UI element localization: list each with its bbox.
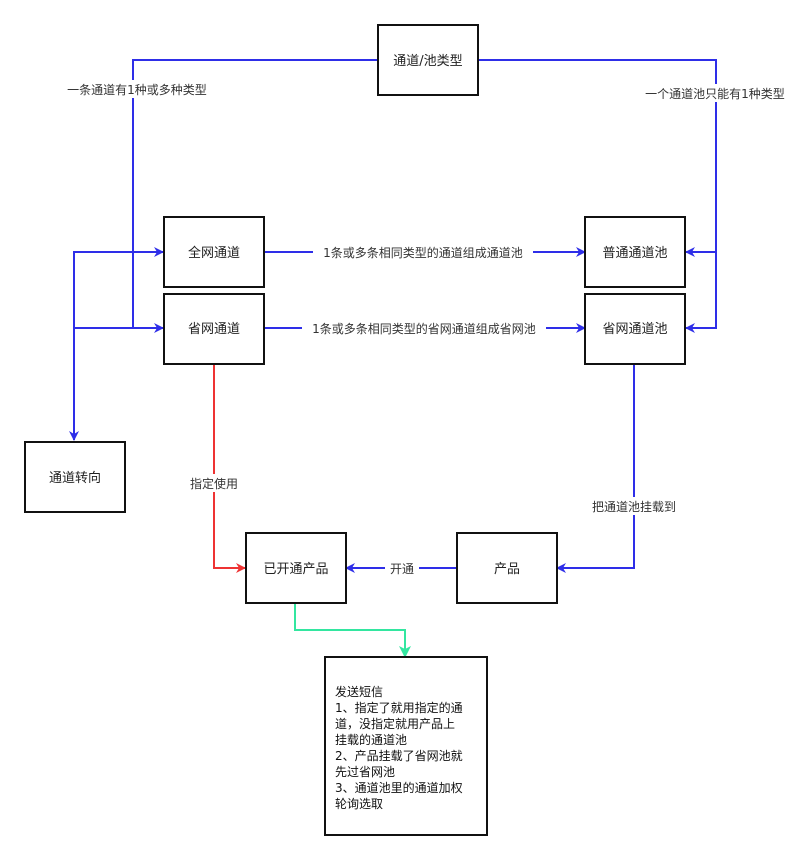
node-type: 通道/池类型 — [377, 24, 479, 96]
node-redirect-label: 通道转向 — [49, 470, 101, 486]
edge-type-to-province-pool — [685, 252, 717, 333]
node-province-channel-label: 省网通道 — [188, 322, 240, 337]
node-opened-product: 已开通产品 — [245, 532, 347, 604]
node-all-network: 全网通道 — [163, 216, 265, 288]
node-product: 产品 — [456, 532, 558, 604]
node-opened-product-label: 已开通产品 — [263, 562, 328, 577]
note-line: 挂载的通道池 — [335, 732, 407, 747]
node-note: 发送短信 1、指定了就用指定的通 道，没指定就用产品上 挂载的通道池 2、产品挂… — [324, 656, 488, 836]
note-line: 先过省网池 — [335, 765, 395, 779]
edge-province-to-redirect — [69, 327, 163, 441]
label-form-pool: 1条或多条相同类型的通道组成通道池 — [323, 245, 523, 260]
node-normal-pool: 普通通道池 — [584, 216, 686, 288]
note-line: 2、产品挂载了省网池就 — [335, 749, 463, 763]
label-assign-use: 指定使用 — [190, 476, 238, 491]
label-pool-type: 一个通道池只能有1种类型 — [645, 87, 785, 101]
node-all-network-label: 全网通道 — [188, 245, 240, 261]
node-normal-pool-label: 普通通道池 — [602, 246, 667, 261]
edge-province-pool-to-product — [556, 364, 635, 573]
note-line: 发送短信 — [335, 684, 383, 699]
edge-opened-to-note — [294, 603, 411, 658]
node-product-label: 产品 — [494, 562, 520, 577]
node-province-pool-label: 省网通道池 — [602, 322, 667, 337]
note-line: 道，没指定就用产品上 — [335, 716, 455, 731]
note-line: 轮询选取 — [335, 797, 383, 811]
edge-province-to-opened — [213, 364, 246, 573]
node-province-channel: 省网通道 — [163, 293, 265, 365]
node-province-pool: 省网通道池 — [584, 293, 686, 365]
node-redirect: 通道转向 — [24, 441, 126, 513]
edge-redirect-to-all-network — [73, 247, 164, 440]
edge-type-to-normal-pool — [478, 59, 717, 257]
label-channel-types: 一条通道有1种或多种类型 — [67, 83, 207, 97]
label-open: 开通 — [390, 562, 414, 576]
label-mount-pool: 把通道池挂载到 — [592, 500, 676, 514]
node-type-label: 通道/池类型 — [393, 54, 462, 69]
note-line: 3、通道池里的通道加权 — [335, 780, 463, 795]
label-form-province-pool: 1条或多条相同类型的省网通道组成省网池 — [312, 321, 536, 336]
note-line: 1、指定了就用指定的通 — [335, 700, 463, 715]
